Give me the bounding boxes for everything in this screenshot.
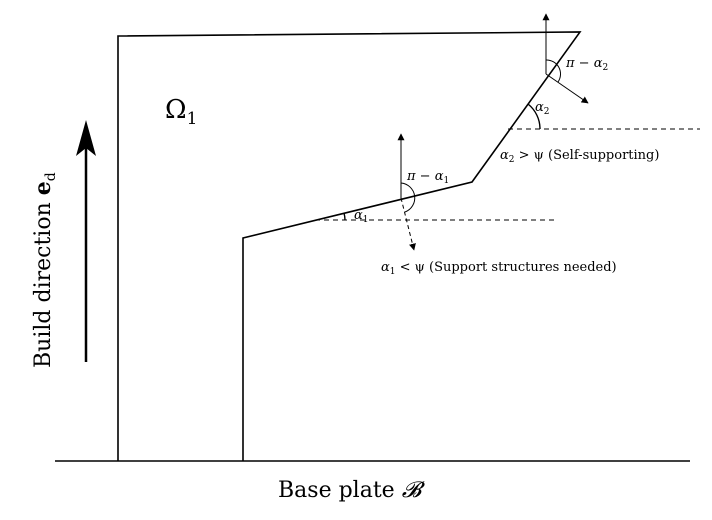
lower-normal-arrow [400,197,416,251]
upper-condition-label: α2 > ψ (Self-supporting) [500,148,659,165]
upper-angle-arc [527,103,541,130]
lower-complement-arc [400,182,416,213]
upper-normal-arrow [545,73,589,104]
base-plate-label: Base plate 𝓑 [278,478,426,503]
build-direction-label: Build direction ed [30,172,59,368]
upper-complement-arc [545,59,561,83]
upper-angle-label: α2 [535,100,550,117]
build-direction-arrowhead [76,120,96,156]
lower-angle-label: α1 [354,208,369,225]
lower-condition-label: α1 < ψ (Support structures needed) [381,260,617,277]
lower-complement-label: π − α1 [406,169,449,186]
upper-complement-label: π − α2 [565,56,608,73]
region-label: Ω1 [165,95,197,129]
part-outline [117,31,582,461]
lower-angle-arc [343,212,346,221]
